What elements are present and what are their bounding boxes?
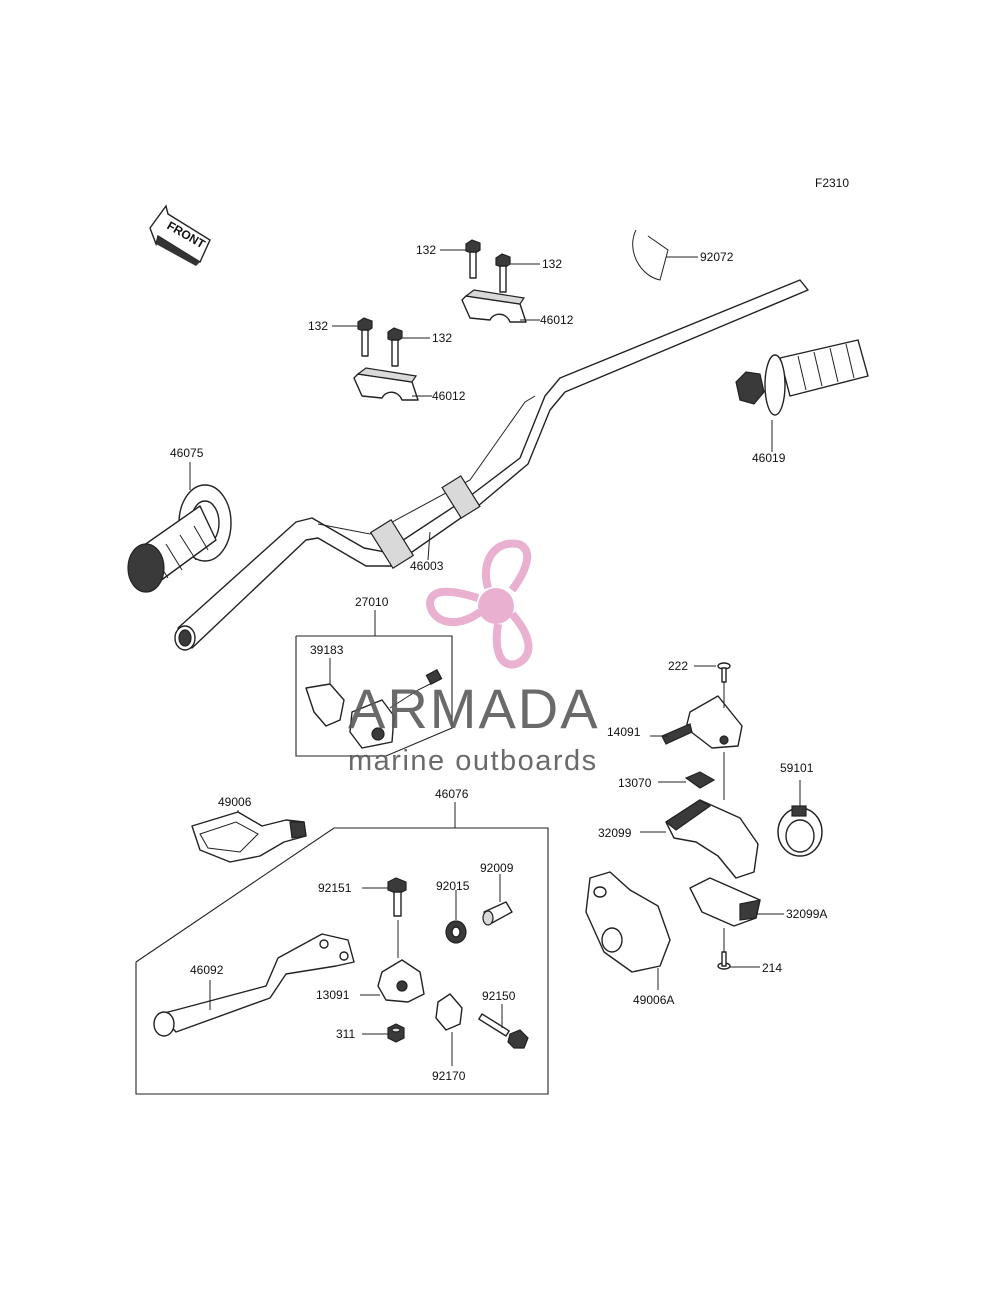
bolt-92150 bbox=[478, 1013, 529, 1049]
label-92150: 92150 bbox=[482, 989, 516, 1003]
label-27010: 27010 bbox=[355, 595, 389, 609]
label-13091: 13091 bbox=[316, 988, 350, 1002]
bolt-132-b bbox=[495, 253, 511, 293]
label-92170: 92170 bbox=[432, 1069, 466, 1083]
label-311: 311 bbox=[336, 1027, 355, 1041]
logo-blade-top bbox=[482, 539, 531, 593]
logo-hub bbox=[478, 588, 514, 624]
watermark-brand: ARMADA bbox=[348, 677, 600, 740]
holder-clamp-92170 bbox=[435, 993, 463, 1031]
engine-stop-switch bbox=[349, 668, 443, 749]
label-13070: 13070 bbox=[618, 776, 652, 790]
cable-clamp bbox=[632, 229, 669, 281]
label-222: 222 bbox=[668, 659, 688, 673]
lever-group-box bbox=[135, 827, 549, 1095]
throttle-case-upper bbox=[664, 799, 759, 879]
label-14091: 14091 bbox=[607, 725, 641, 739]
label-92151: 92151 bbox=[318, 881, 352, 895]
handlebar bbox=[174, 279, 809, 651]
clutch-lever-46092 bbox=[153, 933, 355, 1037]
label-132-d: 132 bbox=[432, 331, 452, 345]
leader-46003 bbox=[427, 531, 431, 561]
label-92009: 92009 bbox=[480, 861, 514, 875]
label-132-b: 132 bbox=[542, 257, 562, 271]
label-46012-a: 46012 bbox=[540, 313, 574, 327]
clamp-59101 bbox=[777, 805, 823, 857]
left-grip bbox=[127, 484, 232, 593]
handlebar-clamp-upper bbox=[461, 289, 527, 323]
label-46075: 46075 bbox=[170, 446, 204, 460]
screw-222 bbox=[717, 662, 731, 683]
switch-group-box bbox=[295, 635, 453, 757]
figure-code: F2310 bbox=[815, 176, 849, 190]
front-arrow-icon: FRONT bbox=[149, 204, 211, 266]
label-32099: 32099 bbox=[598, 826, 632, 840]
label-132-c: 132 bbox=[308, 319, 328, 333]
label-46092: 46092 bbox=[190, 963, 224, 977]
throttle-case-cover bbox=[661, 695, 743, 749]
throttle-cover-49006A bbox=[585, 871, 671, 973]
nut-311 bbox=[387, 1023, 405, 1043]
label-32099A: 32099A bbox=[786, 907, 827, 921]
cable-guide-13070 bbox=[684, 771, 716, 789]
label-46003: 46003 bbox=[410, 559, 444, 573]
watermark-tagline: marine outboards bbox=[348, 745, 598, 777]
logo-blade-right bbox=[492, 611, 533, 669]
lever-holder-13091 bbox=[377, 959, 425, 1003]
watermark-logo bbox=[425, 539, 533, 669]
label-46019: 46019 bbox=[752, 451, 786, 465]
label-92072: 92072 bbox=[700, 250, 734, 264]
right-grip bbox=[735, 339, 869, 416]
label-46076: 46076 bbox=[435, 787, 469, 801]
adjuster-92009 bbox=[482, 901, 513, 926]
bolt-132-c bbox=[357, 317, 373, 357]
switch-clamp-39183 bbox=[305, 683, 345, 727]
label-49006: 49006 bbox=[218, 795, 252, 809]
label-92015: 92015 bbox=[436, 879, 470, 893]
throttle-case-lower bbox=[689, 877, 761, 927]
bolt-92151 bbox=[387, 877, 407, 917]
adjuster-92015 bbox=[445, 920, 467, 944]
logo-blade-left bbox=[425, 587, 483, 626]
label-214: 214 bbox=[762, 961, 782, 975]
bolt-132-d bbox=[387, 327, 403, 367]
label-59101: 59101 bbox=[780, 761, 814, 775]
bolt-132-a bbox=[465, 239, 481, 279]
label-49006A: 49006A bbox=[633, 993, 674, 1007]
lever-cover-49006 bbox=[191, 811, 307, 863]
screw-214 bbox=[717, 951, 731, 970]
handlebar-clamp-lower bbox=[353, 367, 419, 401]
label-39183: 39183 bbox=[310, 643, 344, 657]
label-46012-b: 46012 bbox=[432, 389, 466, 403]
label-132-a: 132 bbox=[416, 243, 436, 257]
